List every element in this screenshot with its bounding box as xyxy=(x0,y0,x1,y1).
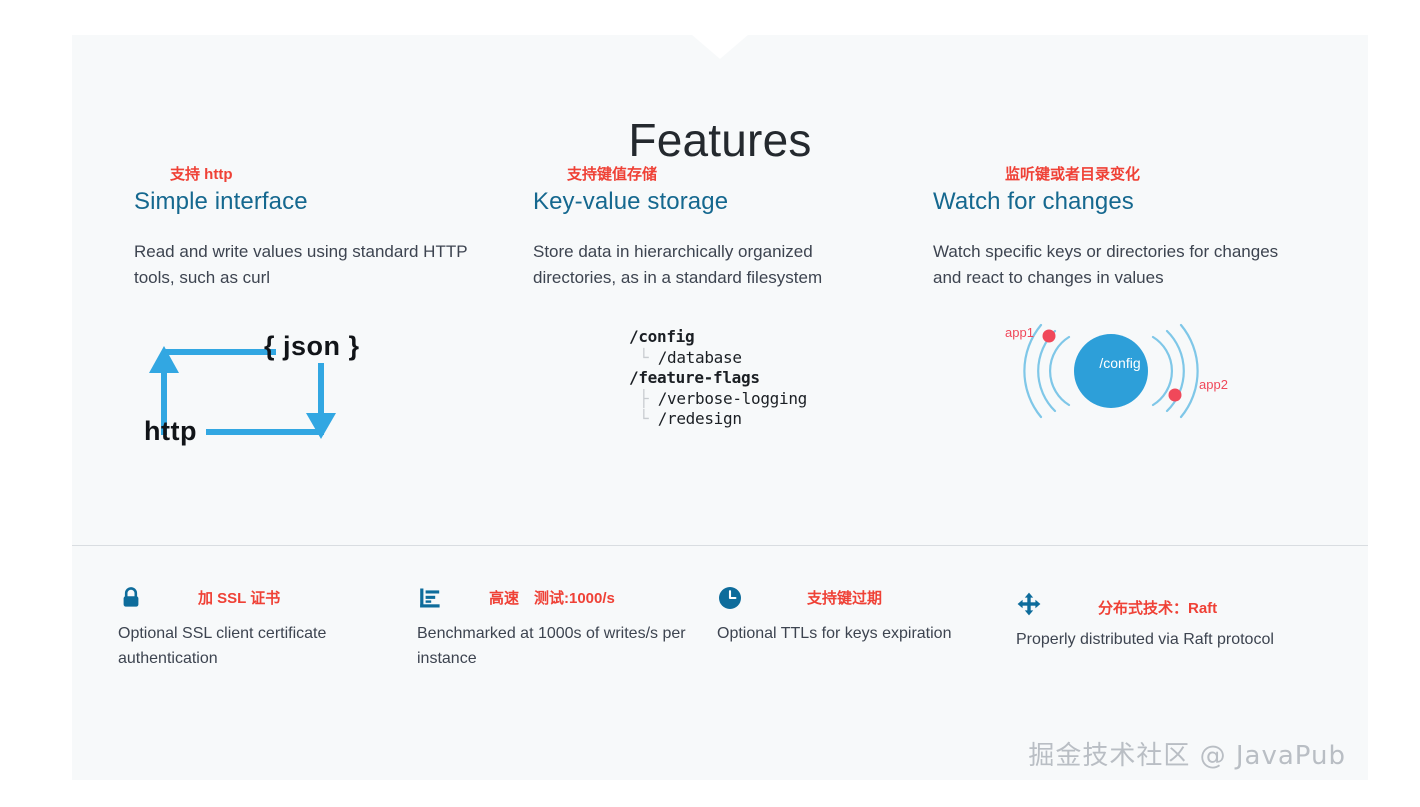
column-note-cn: 支持 http xyxy=(170,166,233,183)
watcher-label-app1: app1 xyxy=(1005,325,1034,340)
tree-node: └ /database xyxy=(629,348,933,369)
flow-node-http: http xyxy=(144,416,197,446)
clock-icon xyxy=(717,585,743,611)
column-heading: Simple interface xyxy=(134,188,308,215)
radar-center-label: /config xyxy=(1099,355,1141,371)
watch-radar-diagram: app1 app2 /config xyxy=(933,301,1333,451)
bottom-feature-note-cn: 分布式技术：Raft xyxy=(1098,600,1218,617)
bottom-feature-text: Optional SSL client certificate authenti… xyxy=(118,625,327,667)
tree-branch-glyph: ├ xyxy=(639,388,649,408)
bar-chart-icon xyxy=(417,585,443,611)
clock-icon-svg xyxy=(719,587,741,609)
column-note-cn: 支持键值存储 xyxy=(567,166,658,183)
lock-icon-svg xyxy=(123,587,139,607)
column-body: Watch specific keys or directories for c… xyxy=(933,242,1279,287)
tree-node-label: /redesign xyxy=(657,409,742,428)
tree-node-label: /verbose-logging xyxy=(657,388,808,408)
tree-branch-glyph: └ xyxy=(639,409,649,428)
column-note-cn: 监听键或者目录变化 xyxy=(1005,166,1141,183)
bottom-feature-ssl: 加 SSL 证书 Optional SSL client certificate… xyxy=(118,575,408,671)
bottom-feature-ttl: 支持键过期 Optional TTLs for keys expiration xyxy=(717,575,1007,646)
bottom-feature-text: Benchmarked at 1000s of writes/s per ins… xyxy=(417,625,686,667)
move-arrows-icon-svg xyxy=(1017,592,1041,616)
bar-chart-icon-svg xyxy=(420,588,440,608)
bottom-feature-note-cn: 加 SSL 证书 xyxy=(198,590,281,607)
bottom-feature-header: 高速 测试:1000/s xyxy=(417,575,717,621)
lock-icon xyxy=(118,585,144,611)
features-panel: Features 支持 http Simple interface Read a… xyxy=(72,35,1368,780)
flow-arrows-svg xyxy=(149,346,336,439)
flow-node-json: { json } xyxy=(264,331,360,361)
feature-column-simple-interface: 支持 http Simple interface Read and write … xyxy=(134,165,534,481)
tree-node: /config xyxy=(629,327,695,346)
bottom-feature-text: Properly distributed via Raft protocol xyxy=(1016,631,1274,648)
column-heading: Key-value storage xyxy=(533,188,729,215)
tree-node: ├ /verbose-logging xyxy=(629,389,933,410)
bottom-feature-note-cn: 支持键过期 xyxy=(807,590,883,607)
bottom-feature-note-cn: 高速 测试:1000/s xyxy=(489,590,615,607)
feature-column-watch-for-changes: 监听键或者目录变化 Watch for changes Watch specif… xyxy=(933,165,1333,451)
watermark: 掘金技术社区 @ JavaPub xyxy=(1028,741,1346,771)
column-body: Store data in hierarchically organized d… xyxy=(533,242,823,287)
tree-node-label: /database xyxy=(657,347,742,367)
column-body: Read and write values using standard HTT… xyxy=(134,242,468,287)
bottom-feature-header: 支持键过期 xyxy=(717,575,1007,621)
feature-columns: 支持 http Simple interface Read and write … xyxy=(72,165,1368,545)
page-title: Features xyxy=(628,114,812,166)
move-arrows-icon xyxy=(1016,591,1042,617)
tree-node: └ /redesign xyxy=(629,409,933,430)
tree-branch-glyph: └ xyxy=(639,347,649,367)
feature-column-key-value-storage: 支持键值存储 Key-value storage Store data in h… xyxy=(533,165,933,430)
bottom-feature-header: 加 SSL 证书 xyxy=(118,575,408,621)
http-json-flow-diagram: { json } http xyxy=(134,321,534,481)
watcher-label-app2: app2 xyxy=(1199,377,1228,392)
bottom-feature-benchmark: 高速 测试:1000/s Benchmarked at 1000s of wri… xyxy=(417,575,717,671)
bottom-feature-row: 加 SSL 证书 Optional SSL client certificate… xyxy=(72,575,1368,755)
bottom-feature-header: 分布式技术：Raft xyxy=(1016,575,1326,627)
bottom-feature-raft: 分布式技术：Raft Properly distributed via Raft… xyxy=(1016,575,1326,652)
radar-rings-svg xyxy=(1023,323,1199,419)
directory-tree-diagram: /config └ /database /feature-flags ├ /ve… xyxy=(533,327,933,430)
column-heading: Watch for changes xyxy=(933,188,1134,215)
panel-notch xyxy=(692,35,748,59)
bottom-feature-text: Optional TTLs for keys expiration xyxy=(717,625,952,642)
tree-node: /feature-flags xyxy=(629,368,760,387)
section-divider xyxy=(72,545,1368,546)
